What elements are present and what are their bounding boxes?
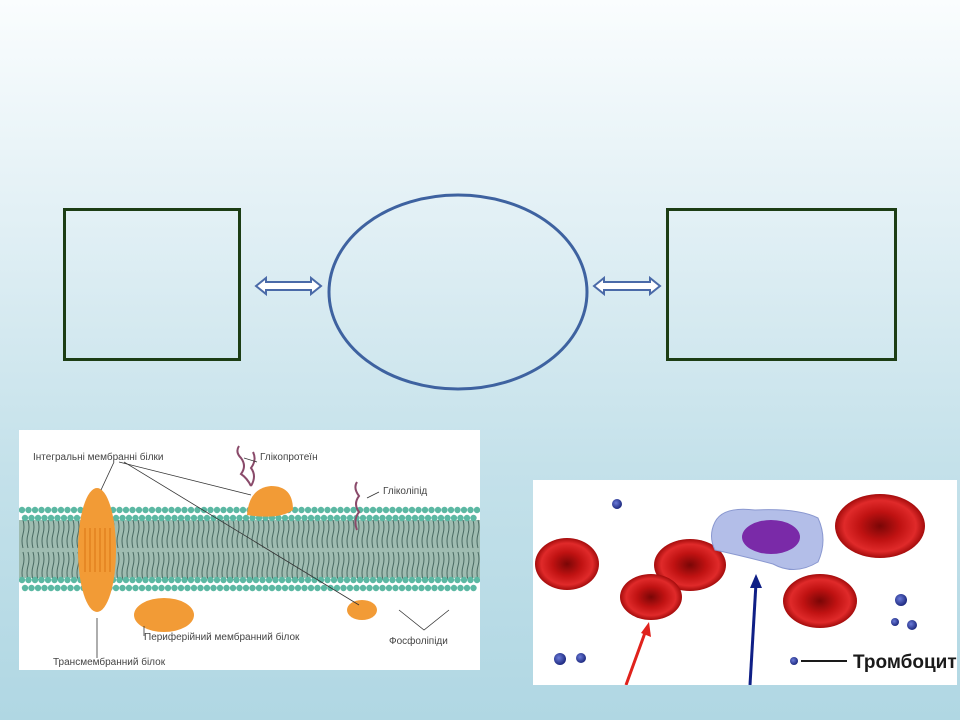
red-blood-cell [783, 574, 857, 628]
white-blood-cell [711, 508, 824, 570]
label-integral-proteins: Інтегральні мембранні білки [33, 452, 164, 463]
right-empty-box [666, 208, 897, 361]
membrane-drawing [19, 445, 480, 658]
transmembrane-protein [78, 488, 116, 612]
label-glycolipid: Гліколіпід [383, 486, 428, 497]
right-double-arrow [592, 275, 662, 297]
left-empty-box [63, 208, 241, 361]
blood-cells-illustration: Тромбоцити [533, 480, 957, 685]
glycoprotein-protein [236, 445, 293, 517]
peripheral-protein [134, 598, 194, 632]
red-blood-cell [535, 538, 599, 590]
label-peripheral-protein: Периферійний мембранний білок [144, 632, 300, 643]
blood-cells-drawing [535, 494, 925, 685]
label-thrombocytes: Тромбоцити [853, 652, 957, 673]
label-leaders [96, 457, 450, 658]
blue-pointer-arrow [748, 574, 762, 685]
cell-membrane-illustration: Інтегральні мембранні білки Глікопротеїн… [19, 430, 480, 670]
concept-diagram [254, 193, 662, 391]
integral-protein-lower [347, 600, 377, 620]
label-transmembrane-protein: Трансмембранний білок [53, 657, 166, 668]
label-phospholipids: Фосфоліпіди [389, 636, 448, 647]
red-blood-cell [654, 539, 726, 591]
platelets [554, 499, 917, 665]
center-ellipse [327, 193, 589, 391]
label-glycoprotein: Глікопротеїн [260, 452, 318, 463]
red-blood-cell [835, 494, 925, 558]
left-double-arrow [254, 275, 323, 297]
red-pointer-arrow [624, 622, 651, 685]
glycolipid [354, 481, 361, 531]
red-blood-cell [620, 574, 682, 620]
